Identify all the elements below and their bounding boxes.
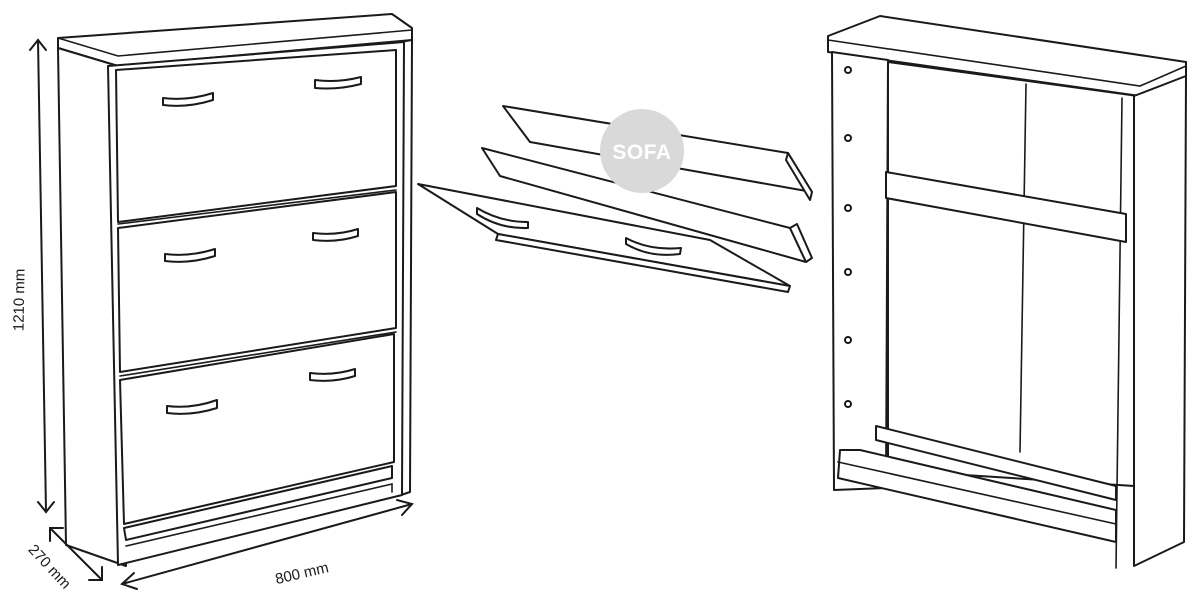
hinge-hole bbox=[844, 204, 852, 212]
drawer-handle-icon bbox=[309, 368, 356, 382]
carcass-bottom-shelf bbox=[875, 425, 1117, 501]
hinge-hole bbox=[844, 134, 852, 142]
hinge-hole bbox=[844, 400, 852, 408]
width-label: 800 mm bbox=[274, 559, 331, 588]
drawer-handle-icon bbox=[476, 207, 529, 230]
height-label: 1210 mm bbox=[10, 269, 28, 332]
drawer-handle-icon bbox=[312, 228, 359, 242]
drawer-handle-icon bbox=[164, 248, 216, 263]
carcass-left-side bbox=[831, 51, 889, 491]
drawer-top bbox=[115, 49, 397, 223]
cabinet-front-view bbox=[57, 13, 413, 567]
hinge-hole bbox=[844, 336, 852, 344]
carcass-right-side bbox=[1133, 75, 1187, 567]
cabinet-left-side bbox=[57, 47, 127, 567]
cabinet-carcass-view bbox=[827, 15, 1187, 569]
drawer-handle-icon bbox=[162, 92, 214, 107]
drawer-handle-icon bbox=[166, 399, 218, 415]
carcass-plinth bbox=[837, 449, 1117, 543]
hinge-hole bbox=[844, 66, 852, 74]
sofa-watermark-logo: SOFA bbox=[600, 109, 684, 193]
cabinet-plinth bbox=[123, 465, 393, 541]
depth-label: 270 mm bbox=[25, 541, 74, 592]
height-dimension: 1210 mm bbox=[10, 38, 55, 514]
carcass-back-panel bbox=[887, 61, 1139, 487]
watermark-text: SOFA bbox=[612, 141, 671, 164]
carcass-cross-rail bbox=[885, 171, 1127, 243]
hinge-hole bbox=[844, 268, 852, 276]
drawer-handle-icon bbox=[314, 76, 362, 90]
drawer-handle-icon bbox=[625, 237, 682, 256]
